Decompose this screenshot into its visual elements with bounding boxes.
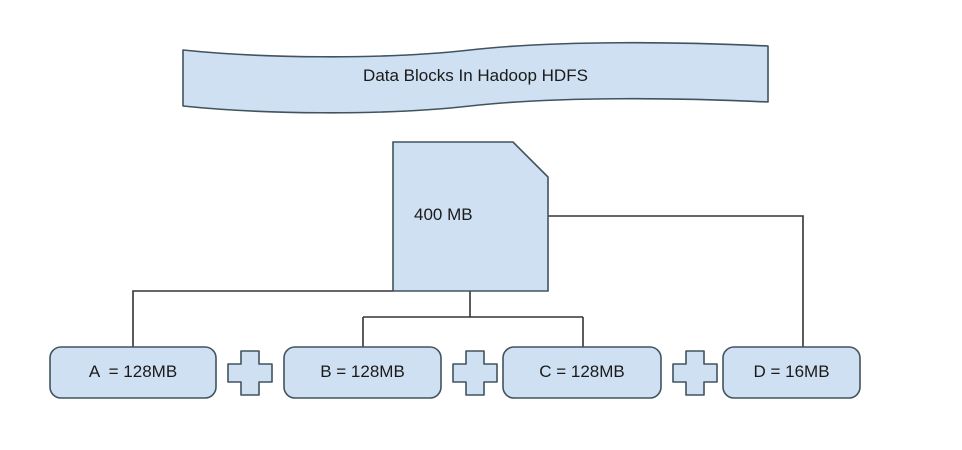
connector-group (132, 215, 804, 347)
plus-icon-2 (452, 350, 498, 396)
connector-to-d (548, 215, 804, 347)
operator-group (227, 350, 718, 396)
source-document-node (392, 141, 549, 292)
title-banner (182, 41, 769, 114)
plus-icon-1 (227, 350, 273, 396)
source-document-shape (392, 141, 549, 292)
block-rect-c (502, 346, 662, 399)
block-group (49, 346, 861, 399)
plus-icon-3 (672, 350, 718, 396)
connector-to-a (132, 290, 393, 347)
block-rect-b (283, 346, 442, 399)
block-rect-a (49, 346, 217, 399)
title-banner-shape (182, 41, 769, 114)
block-rect-d (722, 346, 861, 399)
